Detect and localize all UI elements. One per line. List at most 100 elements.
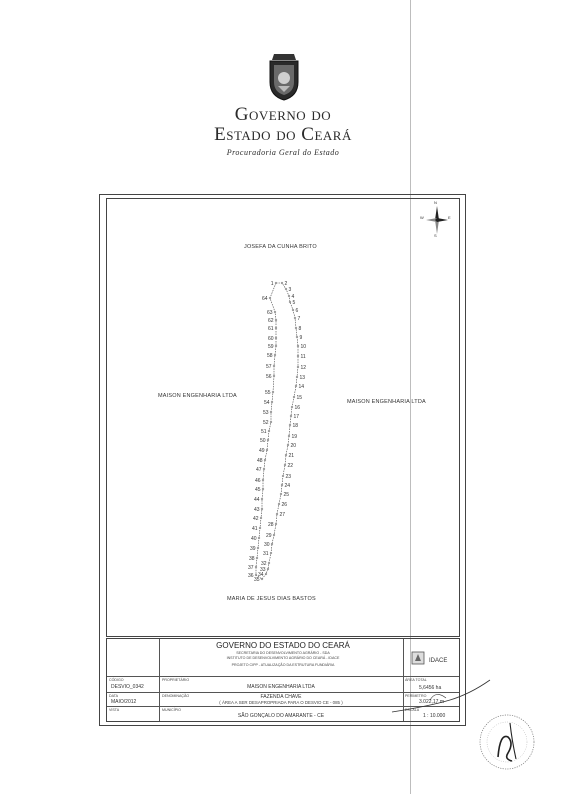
north-neighbour-label: JOSEFA DA CUNHA BRITO [244,244,317,250]
vertex-label: 50 [260,438,266,444]
vertex-label: 30 [264,542,270,548]
vertex-marker [256,546,260,550]
vertex-marker [255,556,259,560]
vertex-label: 58 [267,353,273,359]
vertex-marker [291,308,295,312]
compass-e: E [448,215,451,220]
perimetro-value: 3.022,17 m [419,699,445,705]
vertex-marker [295,375,299,379]
vertex-marker [266,567,270,571]
denominacao-value-2: ( ÁREA A SER DESAPROPRIADA PARA O DESVIO… [219,700,343,705]
vertex-label: 31 [263,551,269,557]
perimetro-label: PERÍMETRO [405,694,427,698]
vertex-label: 59 [268,344,274,350]
vertex-label: 57 [266,364,272,370]
vertex-label: 27 [280,512,286,518]
escala-value: 1 : 10.000 [423,713,446,719]
vertex-marker [271,390,275,394]
vertex-label: 2 [285,281,288,287]
vertex-marker [261,478,265,482]
vertex-label: 46 [255,478,261,484]
vertex-marker [270,400,274,404]
vertex-label: 38 [249,556,255,562]
vertex-marker [269,551,273,555]
tb-vline-2 [403,639,404,721]
vertex-label: 47 [256,467,262,473]
vertex-marker [257,536,261,540]
vertex-label: 3 [289,287,292,293]
page-fold-line [410,0,411,794]
vertex-label: 15 [297,395,303,401]
vista-label: VISTA [109,708,120,712]
compass-rose-icon [426,206,448,234]
vertex-label: 20 [291,443,297,449]
vertex-label: 40 [251,536,257,542]
vertex-label: 39 [250,546,256,552]
vertex-marker [275,512,279,516]
vertex-marker [273,310,277,314]
vertex-label: 63 [267,310,273,316]
vertex-label: 43 [254,507,260,513]
proprietario-label: PROPRIETÁRIO [162,678,190,682]
vertex-label: 55 [265,390,271,396]
vertex-marker [289,414,293,418]
vertex-label: 9 [300,335,303,341]
notary-seal-stamp [479,714,535,770]
vertex-label: 11 [301,354,306,360]
tb-vline-1 [159,639,160,721]
vertex-label: 21 [289,453,295,459]
vertex-label: 12 [301,365,307,371]
escala-label: ESCALA [405,708,420,712]
vertex-label: 41 [252,526,258,532]
vertex-marker [288,423,292,427]
vertex-label: 33 [260,567,266,573]
vertex-label: 1 [271,281,274,287]
vertex-label: 24 [285,483,291,489]
map-area [106,198,460,637]
vertex-marker [296,354,300,358]
vertex-label: 60 [268,336,274,342]
vertex-label: 8 [299,326,302,332]
vertex-marker [293,316,297,320]
vertex-label: 53 [263,410,269,416]
vertex-marker [274,281,278,285]
codigo-label: CÓDIGO [109,678,124,682]
vertex-label: 56 [266,374,272,380]
vertex-label: 28 [268,522,274,528]
vertex-label: 16 [295,405,301,411]
vertex-marker [260,507,264,511]
area-label: ÁREA TOTAL [405,678,427,682]
vertex-marker [274,522,278,526]
vertex-marker [274,318,278,322]
denominacao-label: DENOMINAÇÃO [162,694,190,698]
vertex-label: 42 [253,516,259,522]
header-line-1: Governo do [234,104,332,125]
vertex-label: 6 [296,308,299,314]
vertex-label: 26 [282,502,288,508]
vertex-marker [272,533,276,537]
vertex-marker [279,492,283,496]
proprietario-value: MAISON ENGENHARIA LTDA [247,684,315,690]
vertex-label: 18 [293,423,299,429]
vertex-marker [280,281,284,285]
vertex-label: 7 [298,316,301,322]
title-block-heading: GOVERNO DO ESTADO DO CEARÁ [216,641,350,650]
vertex-marker [296,344,300,348]
compass-w: W [420,215,424,220]
idace-logo-icon [411,651,425,665]
vertex-marker [292,395,296,399]
vertex-marker [284,453,288,457]
drawing-frame [99,194,466,726]
vertex-marker [284,287,288,291]
municipio-label: MUNICÍPIO [162,708,181,712]
vertex-marker [295,335,299,339]
vertex-marker [277,502,281,506]
tb-hline-3 [107,706,459,707]
west-neighbour-label: MAISON ENGENHARIA LTDA [158,393,237,399]
vertex-marker [261,487,265,491]
idace-logo-text: IDACE [429,658,448,664]
state-crest-icon [269,54,299,101]
data-value: MAIO/2012 [111,699,137,705]
vertex-marker [268,296,272,300]
codigo-value: DESVIO_0342 [111,684,144,690]
